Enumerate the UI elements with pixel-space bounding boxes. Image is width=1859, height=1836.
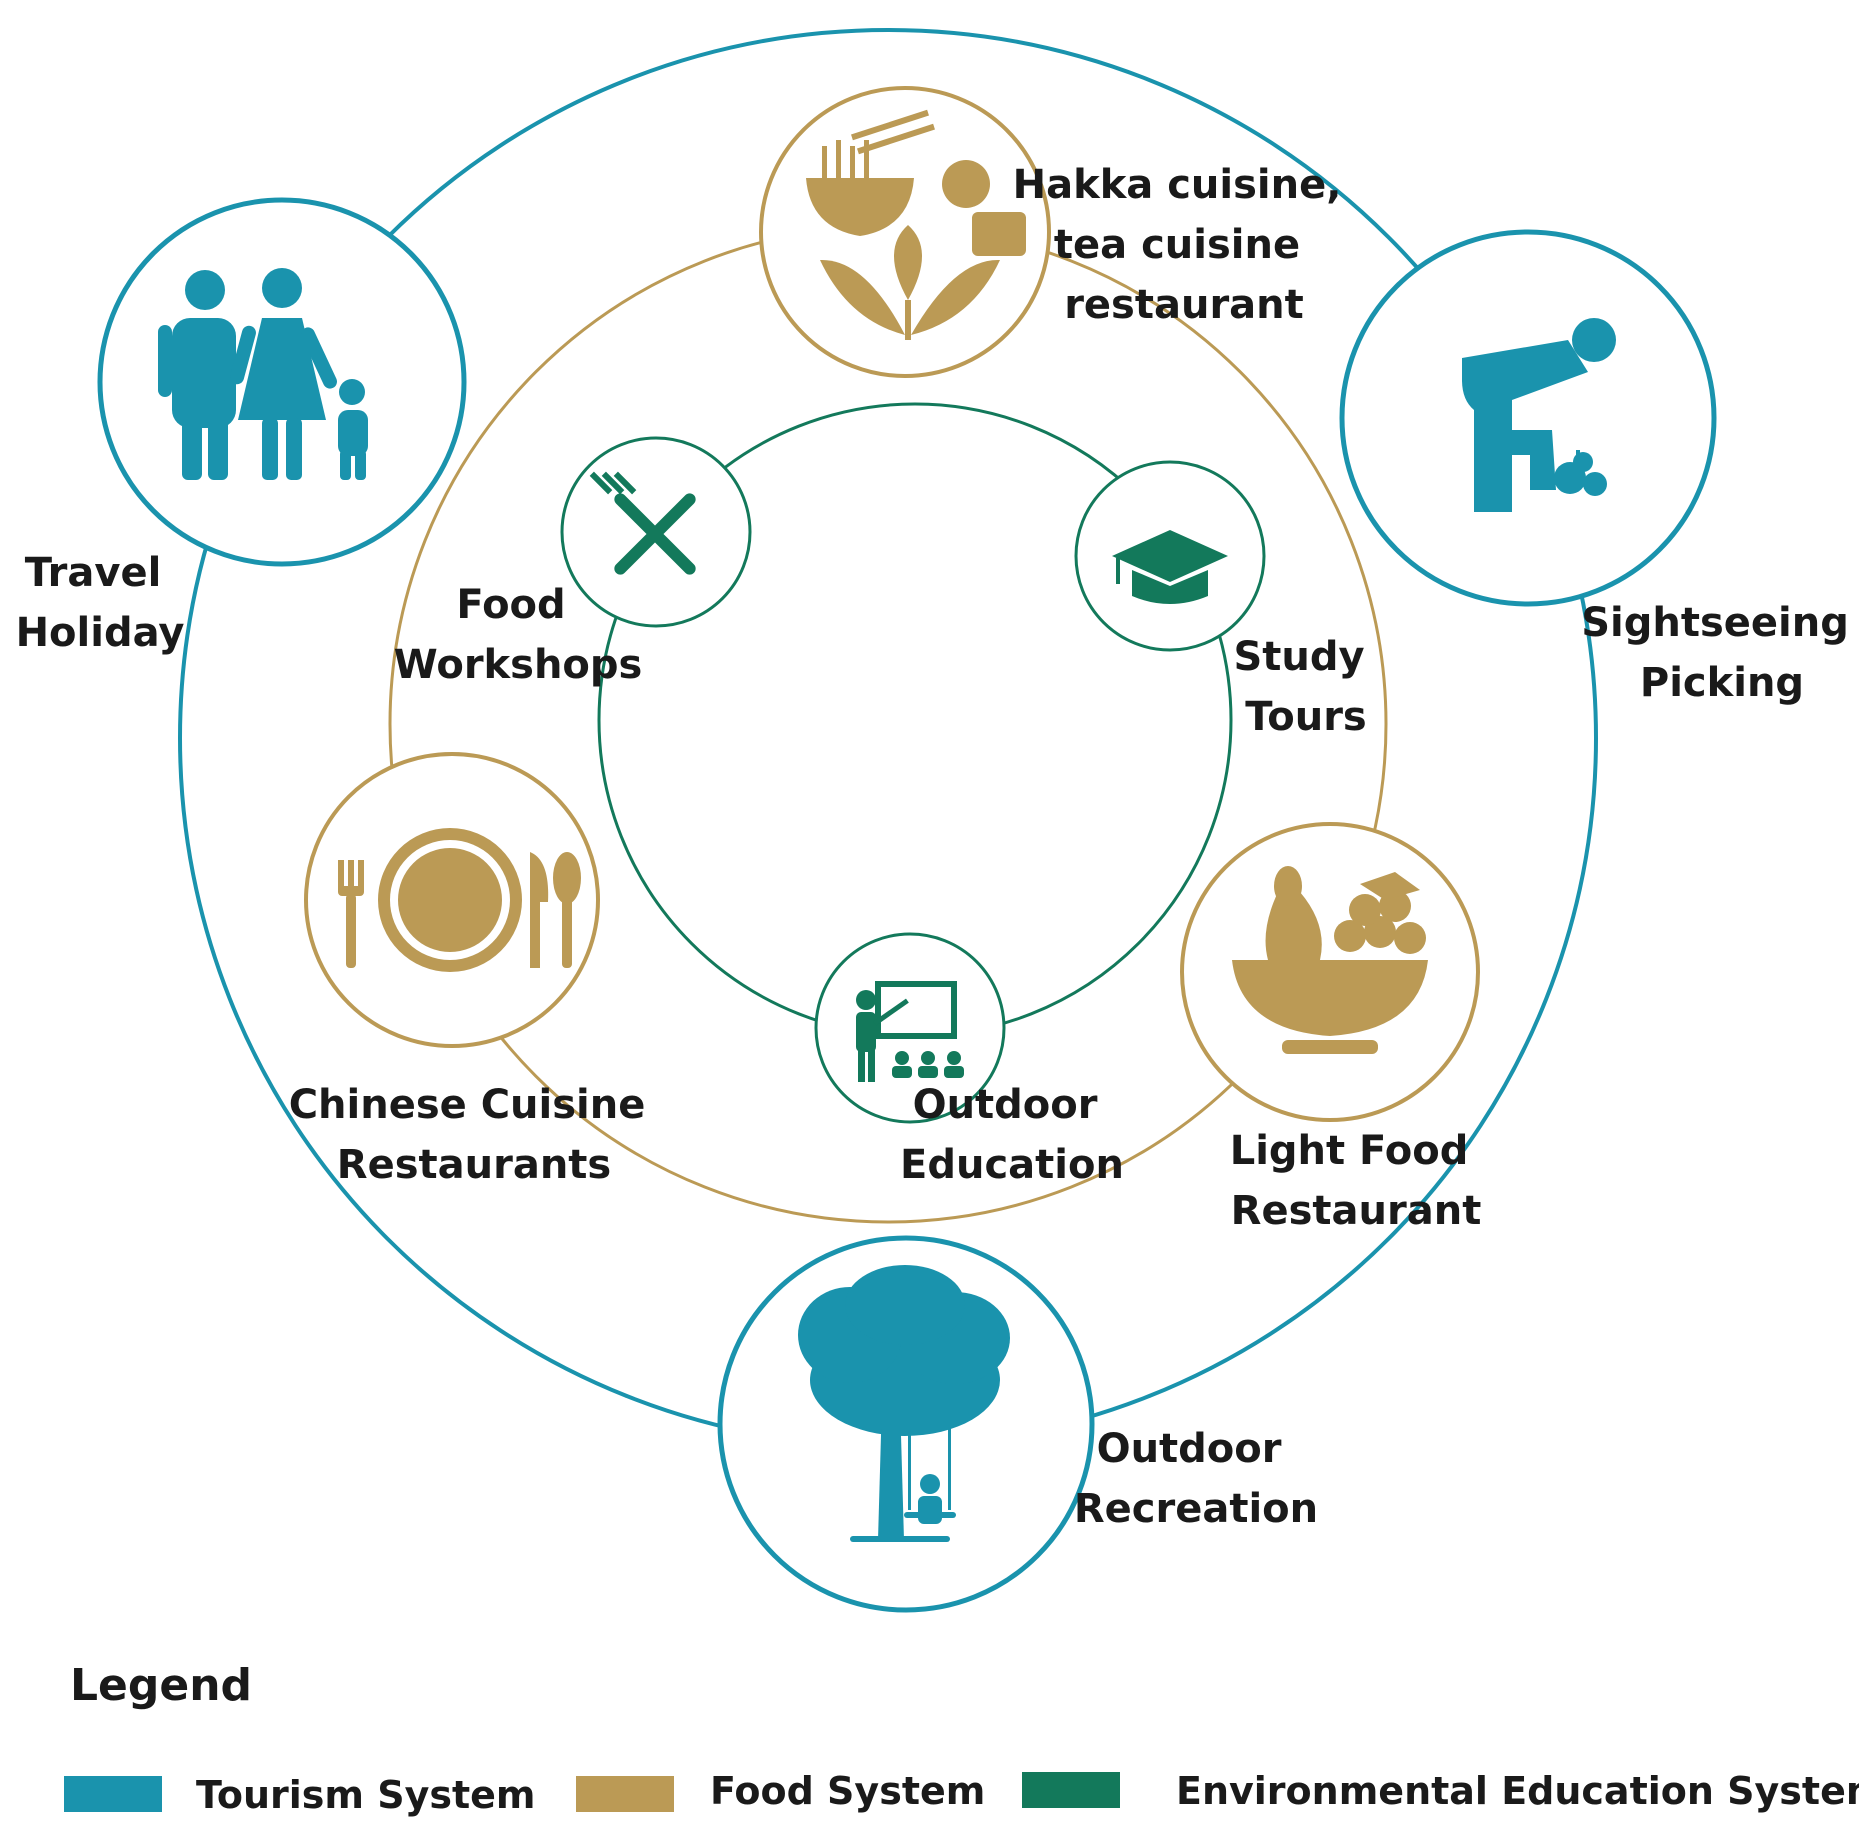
- label-hakka-1: Hakka cuisine,: [1013, 162, 1342, 208]
- svg-text:Travel Holiday: Travel Holiday: [16, 550, 185, 656]
- label-chinese-cuisine-1: Chinese Cuisine: [289, 1082, 646, 1128]
- node-study-tours: [1074, 460, 1266, 652]
- legend-label-food: Food System: [710, 1769, 985, 1813]
- label-food-workshops-2: Workshops: [394, 642, 643, 688]
- label-hakka-2: tea cuisine: [1054, 222, 1300, 268]
- family-icon: [158, 268, 368, 480]
- node-sightseeing-picking: [1339, 229, 1717, 607]
- node-travel-holiday: [97, 197, 467, 567]
- legend-swatch-food: [576, 1776, 674, 1812]
- label-outdoor-recreation-1: Outdoor: [1097, 1426, 1282, 1472]
- label-study-tours-2: Tours: [1245, 694, 1366, 740]
- legend: Legend Tourism System Food System Enviro…: [64, 1660, 1859, 1817]
- svg-text:Chinese Cuisine Restaurant: Chinese Cuisine Restaurants: [289, 1082, 660, 1188]
- legend-title: Legend: [70, 1660, 252, 1711]
- svg-text:Sightseeing Picking: Sightseeing Picking: [1581, 600, 1859, 706]
- label-travel-holiday-1: Travel: [25, 550, 162, 596]
- legend-label-tourism: Tourism System: [196, 1773, 536, 1817]
- label-sightseeing-1: Sightseeing: [1581, 600, 1849, 646]
- label-travel-holiday-2: Holiday: [16, 610, 185, 656]
- label-food-workshops-1: Food: [456, 582, 565, 628]
- picking-person-icon: [1462, 318, 1616, 512]
- svg-text:Hakka cuisine, tea cuisine: Hakka cuisine, tea cuisine restaurant: [1013, 162, 1356, 328]
- node-hakka-cuisine: [759, 86, 1051, 378]
- noodle-tea-icon: [806, 109, 1026, 340]
- node-chinese-cuisine: [304, 752, 600, 1048]
- svg-text:Outdoor Education: Outdoor Education: [900, 1082, 1124, 1188]
- label-outdoor-recreation-2: Recreation: [1074, 1486, 1318, 1532]
- legend-swatch-education: [1022, 1772, 1120, 1808]
- fruit-bowl-icon: [1232, 866, 1428, 1054]
- svg-text:Food Workshops: Food Workshops: [394, 582, 643, 688]
- svg-text:Outdoor Recreation: Outdoor Recreation: [1074, 1426, 1318, 1532]
- node-light-food: [1180, 822, 1480, 1122]
- plate-cutlery-icon: [338, 828, 581, 972]
- svg-text:Light Food Restaurant: Light Food Restaurant: [1230, 1128, 1483, 1234]
- label-light-food-1: Light Food: [1230, 1128, 1469, 1174]
- label-hakka-3: restaurant: [1064, 282, 1304, 328]
- svg-text:Study Tours: Study Tours: [1233, 634, 1378, 740]
- label-chinese-cuisine-2: Restaurants: [337, 1142, 611, 1188]
- tree-swing-icon: [798, 1265, 1010, 1542]
- fork-knife-icon: [589, 471, 696, 575]
- legend-swatch-tourism: [64, 1776, 162, 1812]
- node-outdoor-education: [814, 932, 1006, 1124]
- label-light-food-2: Restaurant: [1231, 1188, 1482, 1234]
- classroom-icon: [856, 981, 964, 1082]
- label-outdoor-education-2: Education: [900, 1142, 1124, 1188]
- graduation-cap-icon: [1112, 530, 1228, 604]
- label-sightseeing-2: Picking: [1640, 660, 1804, 706]
- node-outdoor-recreation: [717, 1235, 1095, 1613]
- label-outdoor-education-1: Outdoor: [913, 1082, 1098, 1128]
- legend-label-education: Environmental Education System: [1176, 1769, 1859, 1813]
- node-food-workshops: [560, 436, 752, 628]
- label-study-tours-1: Study: [1233, 634, 1364, 680]
